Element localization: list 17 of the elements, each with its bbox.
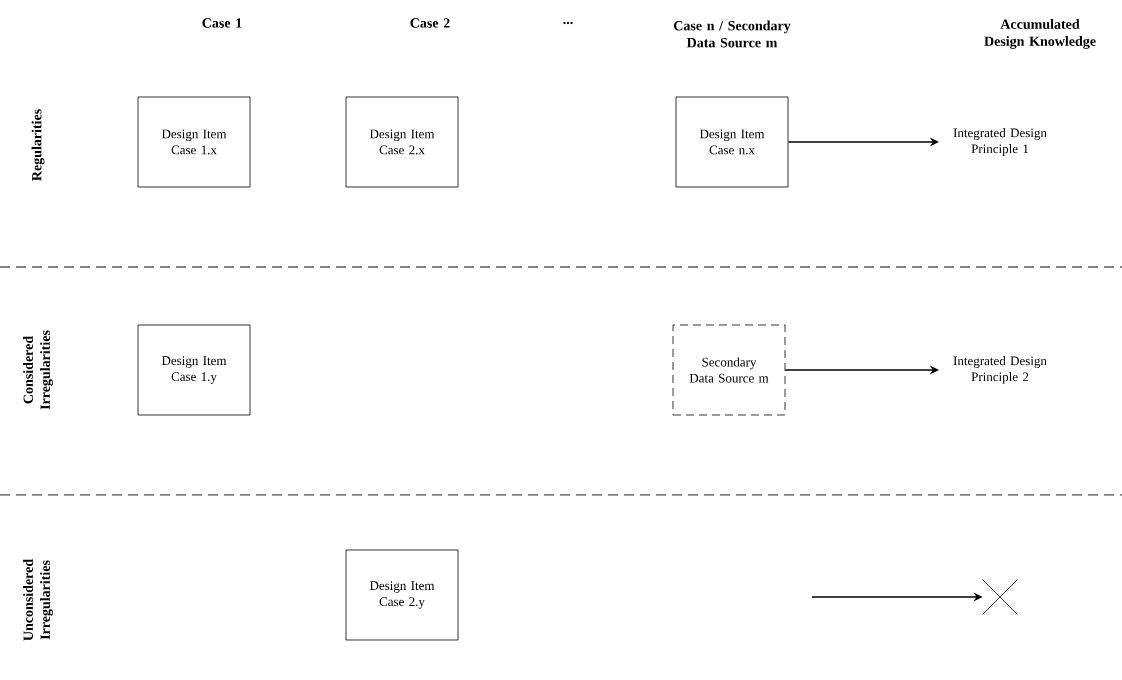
text-label: Integrated Design Principle 1 xyxy=(953,128,1047,156)
text-label: Integrated Design Principle 2 xyxy=(953,356,1047,384)
column-header: Case n / Secondary Data Source m xyxy=(673,20,791,48)
row-header: Regularities xyxy=(31,109,45,181)
column-header: ... xyxy=(563,21,573,25)
item-box: Design Item Case 1.x xyxy=(137,96,251,188)
column-header: Case 1 xyxy=(202,18,242,28)
dashed-box: Secondary Data Source m xyxy=(672,324,786,416)
cross-mark xyxy=(982,579,1018,615)
column-header: Case 2 xyxy=(410,18,450,28)
item-box: Design Item Case n.x xyxy=(675,96,789,188)
item-box: Design Item Case 1.y xyxy=(137,324,251,416)
column-header: Accumulated Design Knowledge xyxy=(984,19,1096,49)
row-header: Unconsidered Irregularities xyxy=(23,559,53,641)
row-header: Considered Irregularities xyxy=(23,330,53,410)
item-box: Design Item Case 2.y xyxy=(345,549,459,641)
item-box: Design Item Case 2.x xyxy=(345,96,459,188)
